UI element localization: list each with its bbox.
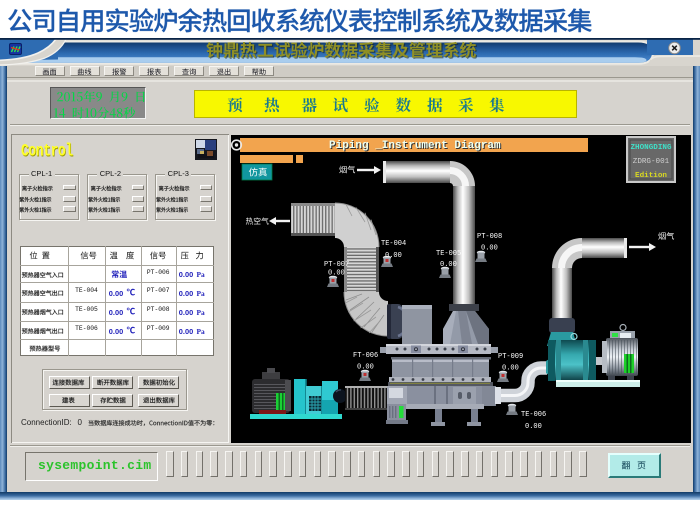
svg-text:ZHONGDING: ZHONGDING: [630, 144, 671, 152]
svg-text:0.00: 0.00: [357, 364, 374, 372]
svg-text:PT-009: PT-009: [498, 353, 523, 361]
svg-text:0.00: 0.00: [328, 270, 345, 278]
svg-text:0.00: 0.00: [440, 261, 457, 269]
svg-text:FT-006: FT-006: [353, 352, 378, 360]
svg-text:PT-007: PT-007: [324, 261, 349, 269]
svg-text:0.00: 0.00: [481, 245, 498, 253]
svg-text:TE-006: TE-006: [521, 411, 546, 419]
svg-text:0.00: 0.00: [525, 423, 542, 431]
svg-text:0.00: 0.00: [385, 252, 402, 260]
svg-text:TE-004: TE-004: [381, 240, 406, 248]
svg-text:ZDRG-001: ZDRG-001: [633, 158, 670, 166]
svg-text:TE-005: TE-005: [436, 250, 461, 258]
svg-text:0.00: 0.00: [502, 365, 519, 373]
svg-text:PT-008: PT-008: [477, 233, 502, 241]
svg-text:Piping _Instrument Diagram: Piping _Instrument Diagram: [329, 140, 501, 152]
svg-text:Edition: Edition: [635, 172, 667, 180]
svg-text:Piping _Instrument Diagram: Piping _Instrument Diagram: [330, 141, 502, 153]
